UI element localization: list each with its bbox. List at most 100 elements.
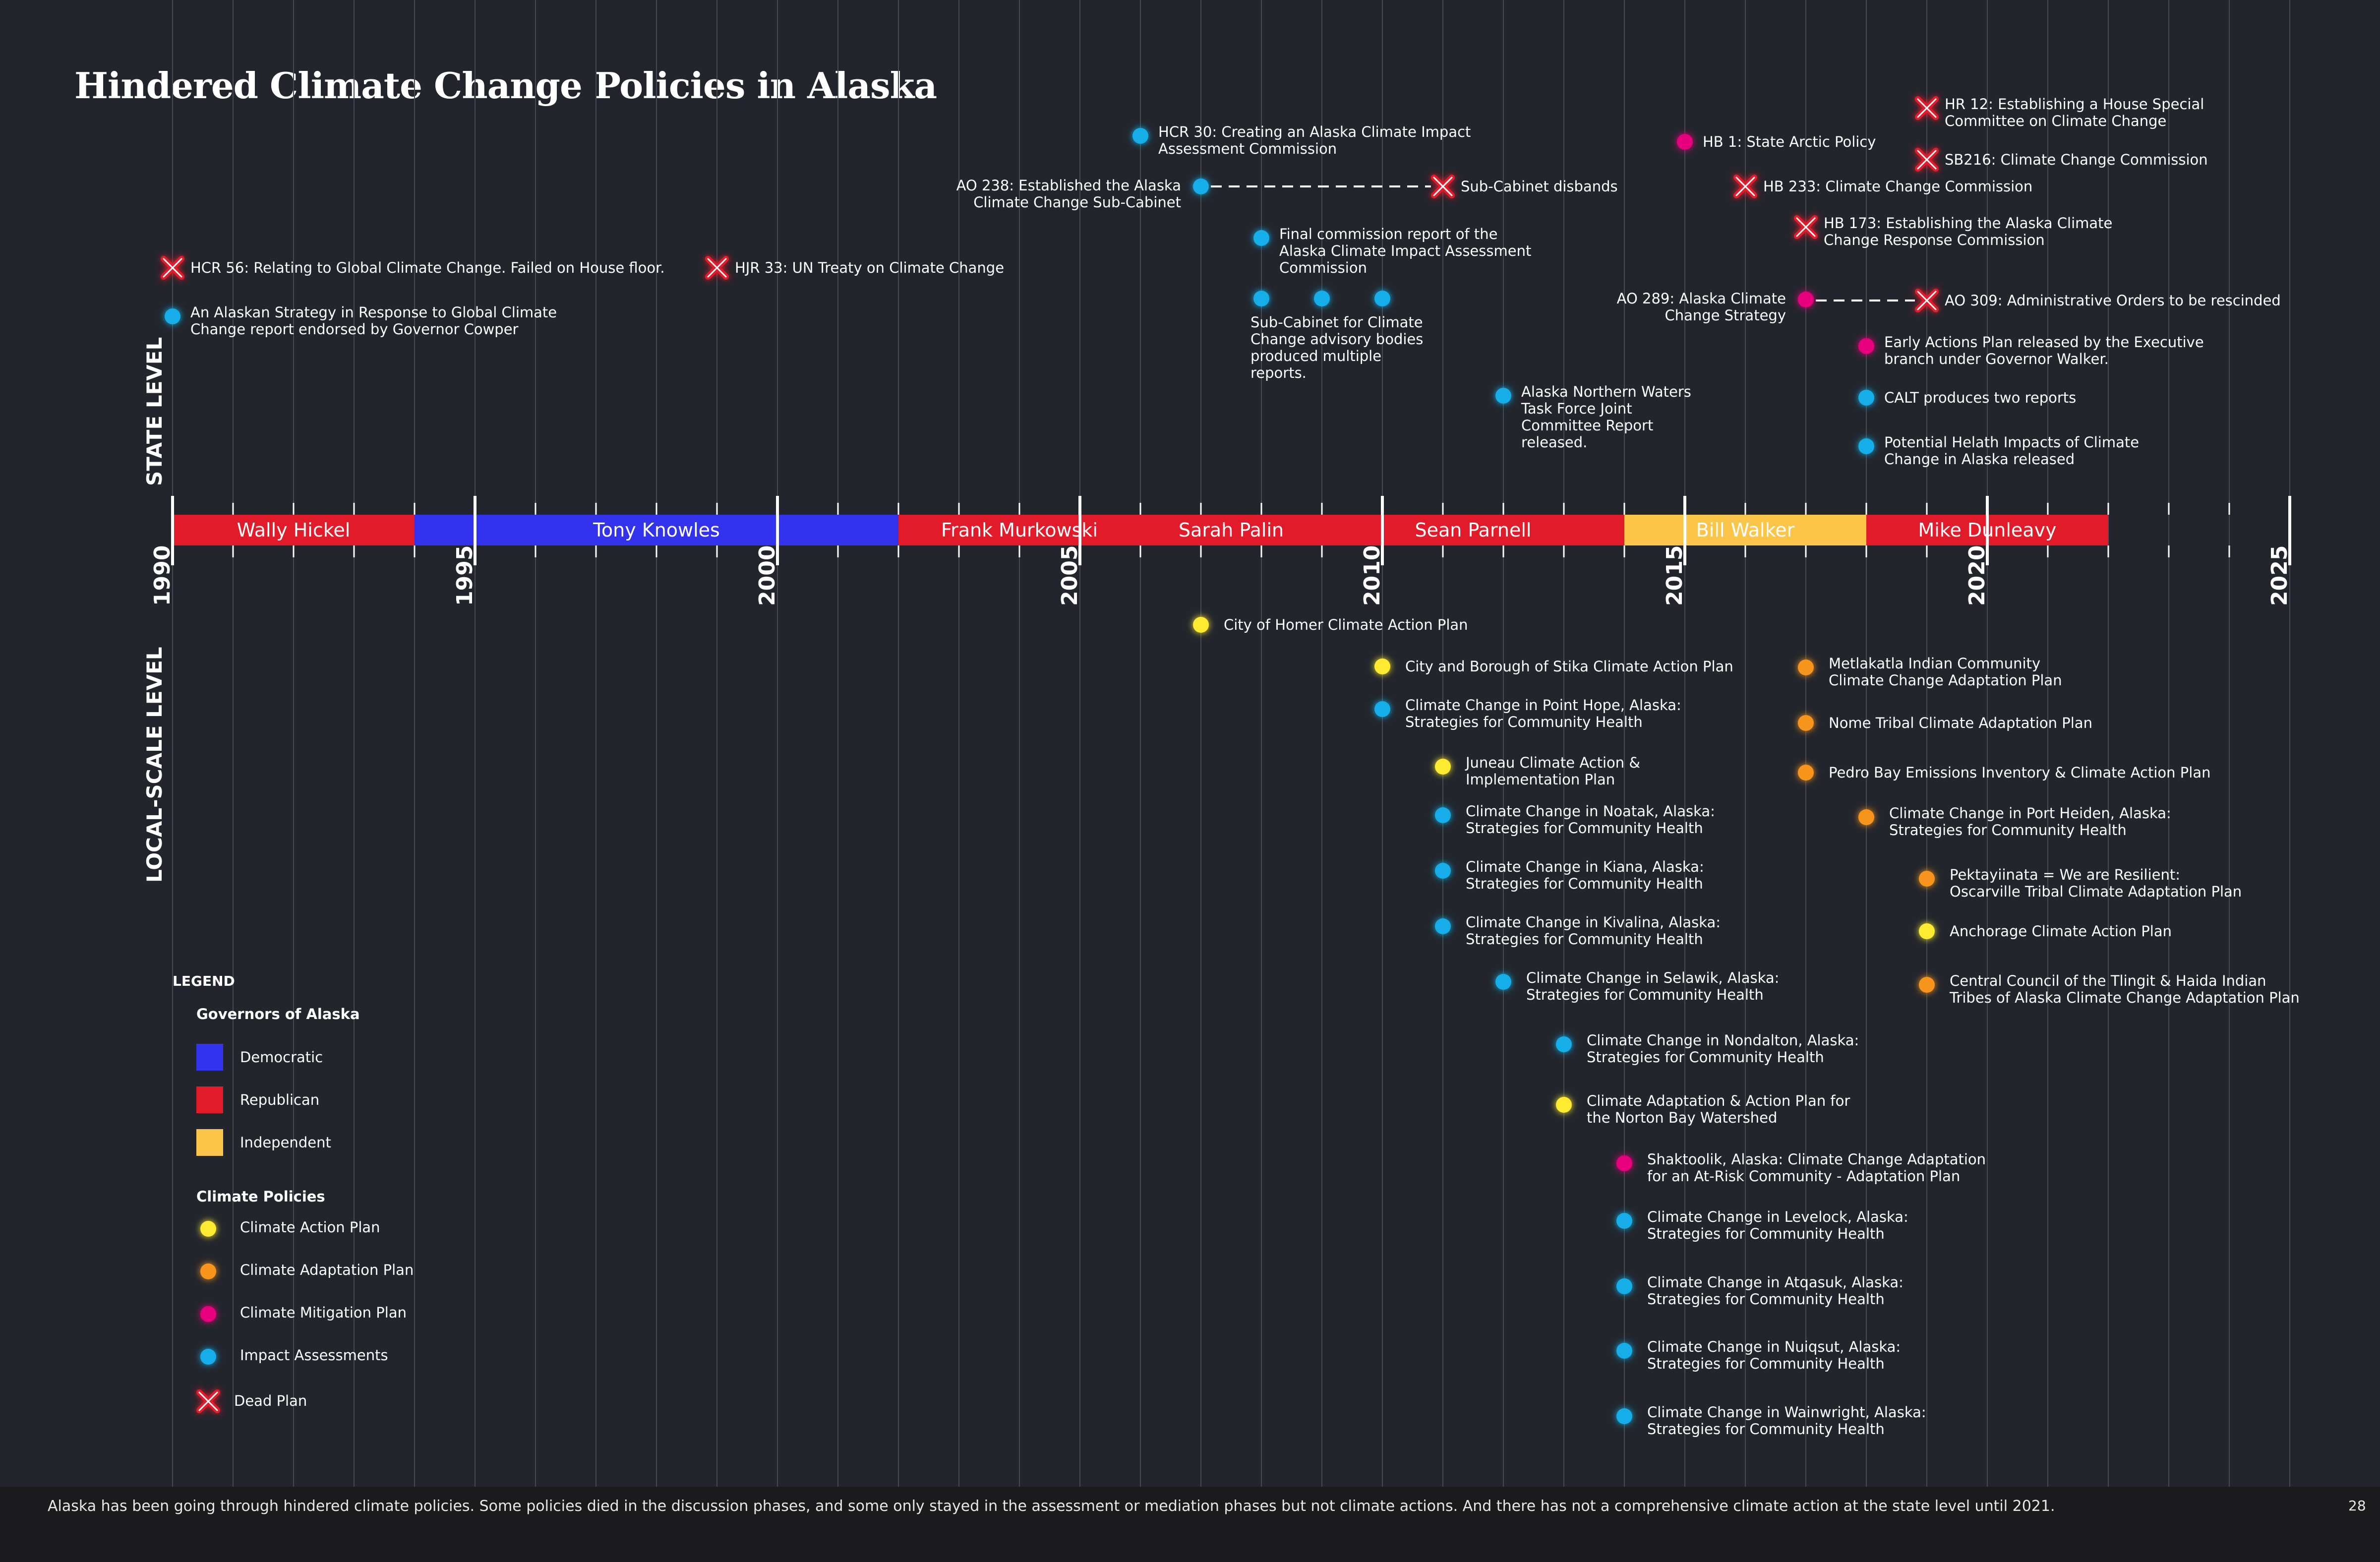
local-event-label: Climate Change in Port Heiden, Alaska:St… (1889, 805, 2171, 839)
governor-name: Wally Hickel (237, 519, 351, 541)
local-event-marker (1616, 1155, 1632, 1171)
local-event-marker (1798, 660, 1814, 675)
state-event-marker (1858, 338, 1874, 354)
legend-action-marker (200, 1221, 216, 1237)
state-event-marker (1798, 292, 1814, 307)
local-event-marker (1374, 701, 1390, 717)
policy-timeline-chart: STATE LEVEL LOCAL-SCALE LEVEL Wally Hickel… (142, 0, 2300, 1487)
local-event-label: Climate Change in Nuiqsut, Alaska:Strate… (1647, 1338, 1901, 1372)
local-event-label: Climate Change in Atqasuk, Alaska:Strate… (1647, 1274, 1904, 1308)
governor-bar (1140, 515, 1322, 545)
local-event-marker (1616, 1408, 1632, 1424)
state-event-marker (1193, 179, 1209, 194)
state-event-marker (1677, 134, 1693, 150)
state-event-label: SB216: Climate Change Commission (1945, 151, 2208, 168)
legend-governors-title: Governors of Alaska (196, 1006, 360, 1022)
state-event-marker-x2-hi (1433, 177, 1453, 196)
local-event-label: City of Homer Climate Action Plan (1224, 616, 1468, 633)
state-event-marker-x2-hi (1796, 217, 1816, 237)
tick-label: 1995 (452, 545, 477, 606)
state-event-marker-x2-hi (1917, 150, 1937, 170)
local-event-marker (1798, 765, 1814, 781)
independent-swatch (196, 1129, 223, 1156)
state-event-marker (1132, 128, 1148, 144)
section-label-local: LOCAL-SCALE LEVEL (142, 647, 167, 883)
legend-adaptation-marker (200, 1263, 216, 1279)
page-title: Hindered Climate Change Policies in Alas… (74, 64, 937, 107)
footer-bar (0, 1487, 2380, 1562)
local-event-marker (1374, 659, 1390, 674)
state-event-marker (1858, 438, 1874, 454)
state-event-marker (1495, 388, 1511, 404)
state-event-marker (1374, 291, 1390, 306)
governor-name: Sean Parnell (1415, 519, 1532, 541)
tick-label: 2005 (1057, 545, 1082, 606)
governor-name: Bill Walker (1696, 519, 1795, 541)
local-event-label: Climate Change in Levelock, Alaska:Strat… (1647, 1208, 1908, 1242)
legend-democratic-label: Democratic (240, 1049, 323, 1066)
local-event-marker (1616, 1213, 1632, 1229)
state-event-marker-x2-hi (163, 258, 182, 278)
local-event-label: Climate Change in Wainwright, Alaska:Str… (1647, 1404, 1926, 1438)
tick-label: 1990 (150, 545, 175, 606)
state-event-marker-x2-hi (1735, 177, 1755, 196)
governor-name: Frank Murkowski (941, 519, 1098, 541)
state-event-marker (1314, 291, 1330, 306)
local-event-marker (1435, 759, 1451, 775)
state-event-label: Sub-Cabinet disbands (1461, 178, 1618, 195)
local-event-marker (1616, 1343, 1632, 1359)
local-event-marker (1435, 863, 1451, 879)
tick-label: 2015 (1662, 545, 1687, 606)
governor-bar (898, 515, 1140, 545)
governor-name: Tony Knowles (593, 519, 720, 541)
local-event-marker (1858, 809, 1874, 825)
local-event-label: Nome Tribal Climate Adaptation Plan (1829, 715, 2092, 731)
tick-label: 2010 (1360, 545, 1385, 606)
legend-action-label: Climate Action Plan (240, 1219, 380, 1236)
local-event-label: Central Council of the Tlingit & Haida I… (1949, 972, 2300, 1006)
local-event-marker (1919, 871, 1935, 887)
governor-bar (415, 515, 898, 545)
state-event-marker (165, 308, 180, 324)
state-event-marker-x2-hi (1917, 291, 1937, 310)
state-event-label: CALT produces two reports (1884, 389, 2076, 406)
local-event-marker (1798, 715, 1814, 731)
local-event-marker (1495, 974, 1511, 990)
footer-text: Alaska has been going through hindered c… (48, 1498, 2055, 1515)
legend-mitigation-marker (200, 1306, 216, 1322)
local-event-label: City and Borough of Stika Climate Action… (1405, 658, 1733, 675)
tick-label: 2025 (2267, 545, 2292, 606)
legend-adaptation-label: Climate Adaptation Plan (240, 1262, 414, 1278)
state-event-marker-x2-hi (707, 258, 727, 278)
state-event-marker (1253, 230, 1269, 246)
local-event-label: Climate Change in Selawik, Alaska:Strate… (1526, 969, 1779, 1003)
section-label-state: STATE LEVEL (142, 337, 167, 486)
local-event-label: Climate Change in Kivalina, Alaska:Strat… (1466, 914, 1721, 948)
local-event-label: Shaktoolik, Alaska: Climate Change Adapt… (1647, 1151, 1986, 1185)
local-event-marker (1919, 977, 1935, 993)
tick-label: 2000 (755, 545, 780, 606)
local-event-marker (1616, 1278, 1632, 1294)
legend-policies-title: Climate Policies (196, 1188, 325, 1205)
governor-bar (1322, 515, 1624, 545)
local-event-label: Anchorage Climate Action Plan (1950, 923, 2172, 940)
local-event-marker (1556, 1097, 1572, 1113)
state-event-label: HB 233: Climate Change Commission (1763, 178, 2032, 195)
local-event-marker (1556, 1036, 1572, 1052)
governor-name: Sarah Palin (1179, 519, 1284, 541)
tick-label: 2020 (1964, 545, 1990, 606)
local-event-marker (1435, 918, 1451, 934)
local-event-label: Pektayiinata = We are Resilient:Oscarvil… (1950, 866, 2242, 900)
local-event-label: Climate Change in Point Hope, Alaska:Str… (1405, 697, 1681, 730)
local-event-label: Climate Change in Noatak, Alaska:Strateg… (1466, 803, 1715, 837)
